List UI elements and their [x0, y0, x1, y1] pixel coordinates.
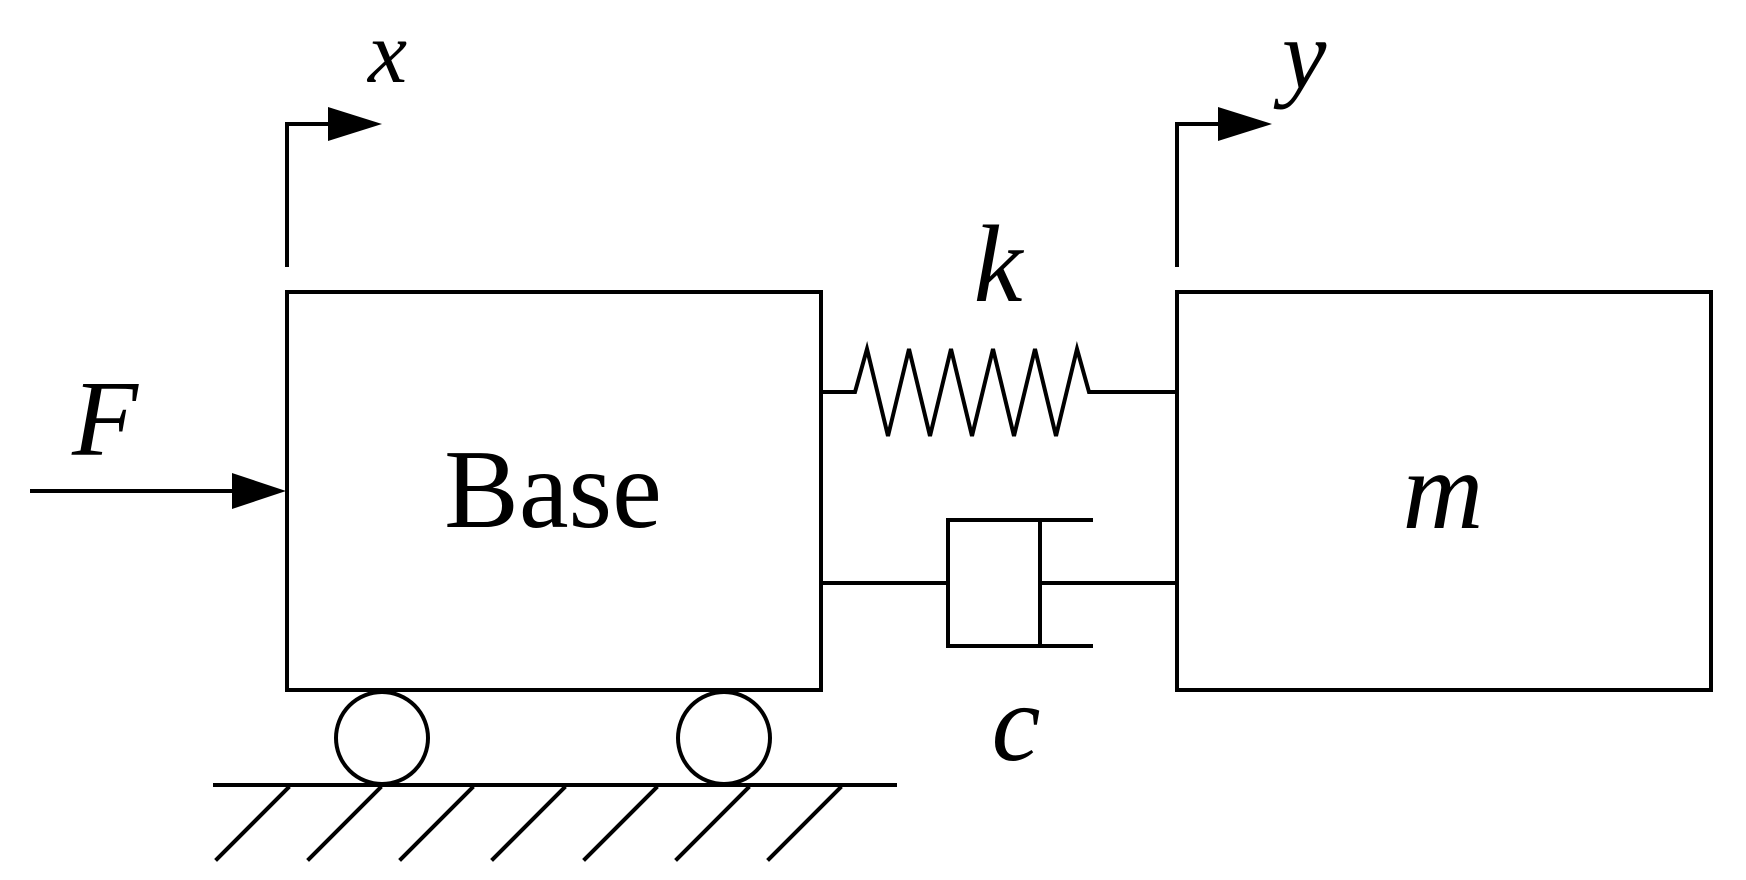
base-block — [285, 290, 823, 692]
spring-label: k — [974, 203, 1025, 325]
mass-displacement-arrow — [1175, 107, 1272, 267]
ground — [213, 783, 897, 862]
base-label: Base — [444, 428, 662, 552]
spring — [821, 341, 1176, 437]
base-displacement-arrow — [285, 107, 382, 267]
right-wheel — [676, 690, 772, 786]
left-wheel — [334, 690, 430, 786]
mass-block — [1175, 290, 1713, 692]
damper — [821, 518, 1176, 648]
mass-label: m — [1403, 429, 1484, 553]
force-label: F — [71, 360, 139, 479]
base-displacement-label: x — [366, 5, 407, 102]
mass-displacement-label: y — [1273, 0, 1327, 110]
force-arrow — [30, 473, 286, 509]
damper-label: c — [992, 662, 1041, 784]
